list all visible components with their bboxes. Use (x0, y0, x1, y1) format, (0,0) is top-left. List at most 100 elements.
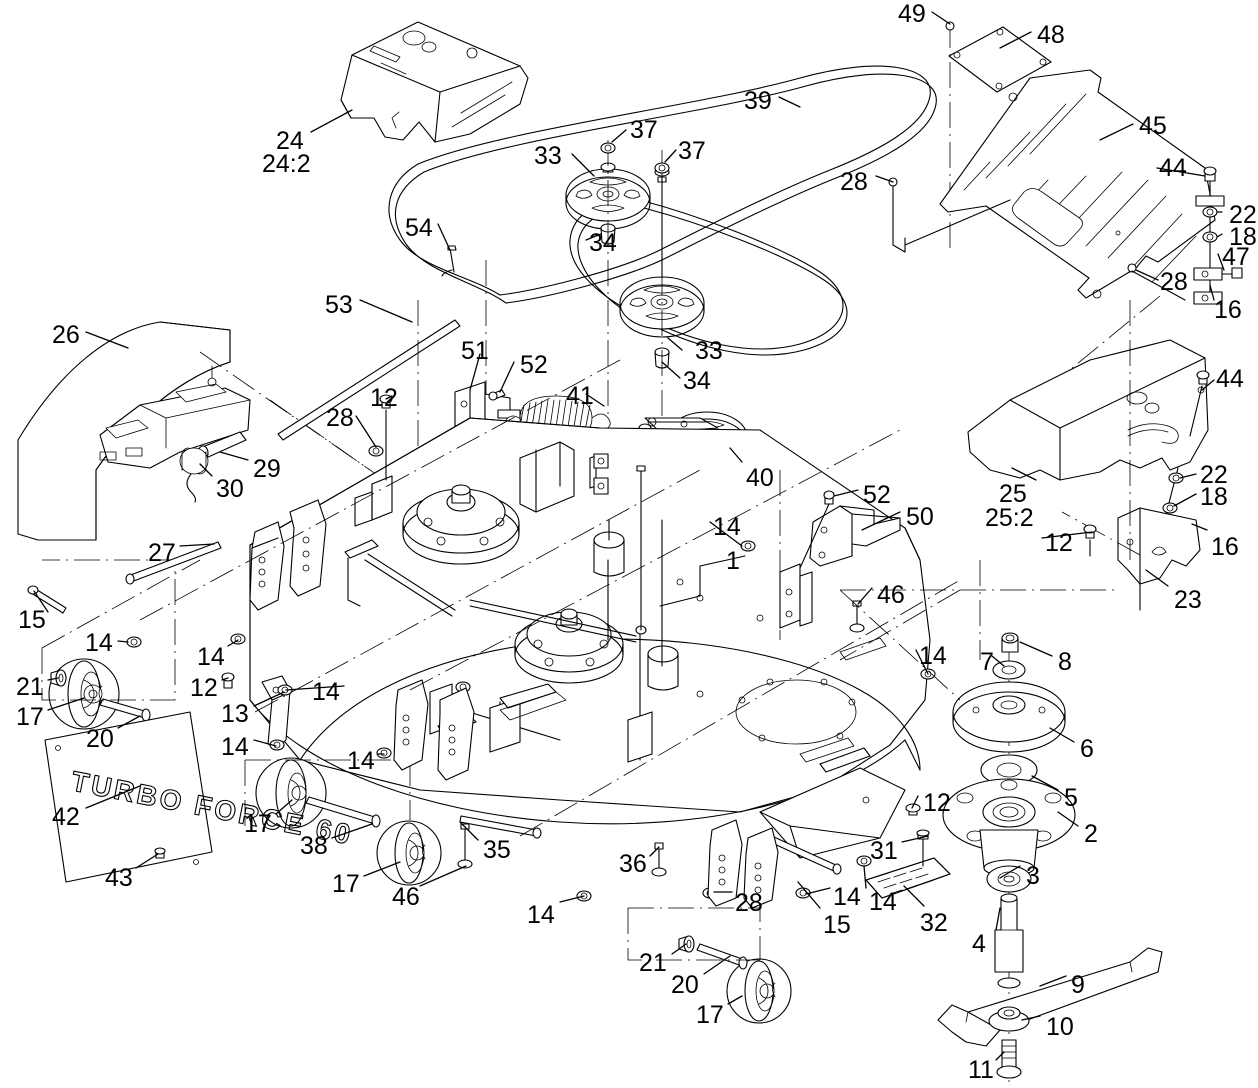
callout-40: 40 (746, 464, 774, 492)
callout-34: 34 (589, 229, 617, 257)
callout-5: 5 (1064, 784, 1078, 812)
callout-28: 28 (735, 889, 763, 917)
callout-37: 37 (630, 116, 658, 144)
callout-32: 32 (920, 909, 948, 937)
callout-38: 38 (300, 832, 328, 860)
callout-17: 17 (696, 1001, 724, 1029)
callout-24: 24 (276, 127, 304, 155)
callout-29: 29 (253, 455, 281, 483)
callout-49: 49 (898, 0, 926, 28)
callout-14: 14 (527, 901, 555, 929)
callout-1: 1 (726, 547, 740, 575)
callout-12: 12 (190, 674, 218, 702)
callout-41: 41 (566, 382, 594, 410)
callout-14: 14 (197, 643, 225, 671)
fastener-52-upper (488, 389, 506, 401)
fastener-43 (154, 847, 166, 859)
callout-34: 34 (683, 367, 711, 395)
callout-13: 13 (221, 700, 249, 728)
callout-46: 46 (392, 883, 420, 911)
callout-7: 7 (980, 648, 994, 676)
baffle-32 (865, 857, 951, 899)
gauge-wheel-17-mid2 (376, 820, 442, 886)
callout-6: 6 (1080, 735, 1094, 763)
callout-28: 28 (326, 404, 354, 432)
callout-242-variant: 24:2 (262, 150, 311, 178)
small-fasteners (126, 142, 1211, 902)
gauge-wheel-17-rear (726, 958, 792, 1024)
callout-15: 15 (823, 911, 851, 939)
callout-22: 22 (1200, 461, 1228, 489)
gauge-wheel-17-mid (255, 757, 327, 829)
callout-50: 50 (906, 503, 934, 531)
callout-3: 3 (1026, 862, 1040, 890)
callout-45: 45 (1139, 112, 1167, 140)
deck-spindle-holes (735, 678, 857, 745)
callout-42: 42 (52, 803, 80, 831)
callout-18: 18 (1200, 483, 1228, 511)
deck-bumpers (593, 519, 679, 691)
bolt-35 (459, 815, 542, 839)
callout-14: 14 (919, 642, 947, 670)
callout-17: 17 (16, 703, 44, 731)
callout-14: 14 (221, 733, 249, 761)
post-bracket-right (779, 563, 813, 629)
drive-belt-39 (388, 65, 937, 304)
callout-30: 30 (216, 475, 244, 503)
callout-53: 53 (325, 291, 353, 319)
callout-26: 26 (52, 321, 80, 349)
belt-shield-45 (939, 69, 1216, 299)
bolt-36 (651, 842, 667, 877)
callout-47: 47 (1222, 243, 1250, 271)
callout-28: 28 (840, 168, 868, 196)
callout-25: 25 (999, 480, 1027, 508)
callout-44: 44 (1216, 365, 1244, 393)
callout-22: 22 (1229, 201, 1257, 229)
construction-lines (139, 300, 1131, 837)
callout-14: 14 (869, 888, 897, 916)
callout-2: 2 (1084, 820, 1098, 848)
rod-53 (277, 319, 461, 441)
callout-4: 4 (972, 930, 986, 958)
callout-28: 28 (1160, 268, 1188, 296)
callout-12: 12 (923, 789, 951, 817)
bracket-23 (1117, 507, 1201, 611)
callout-21: 21 (639, 949, 667, 977)
deflector-25 (967, 339, 1209, 481)
callout-14: 14 (312, 678, 340, 706)
callout-16: 16 (1214, 296, 1242, 324)
deck-spindle-left (402, 484, 520, 565)
callout-27: 27 (148, 539, 176, 567)
drawing-body: TURBO FORCE 60 (17, 11, 1243, 1082)
bracket-28-upper (888, 177, 906, 253)
cover-plate-48 (948, 26, 1052, 93)
callout-33: 33 (695, 337, 723, 365)
callout-10: 10 (1046, 1013, 1074, 1041)
callout-51: 51 (461, 337, 489, 365)
callout-52: 52 (520, 351, 548, 379)
callout-252-variant: 25:2 (985, 504, 1034, 532)
leader-lines (33, 11, 1225, 1061)
axle-20-left (99, 698, 151, 722)
fastener-44-lower (1189, 370, 1210, 437)
callout-54: 54 (405, 214, 433, 242)
callout-14: 14 (713, 513, 741, 541)
callout-20: 20 (86, 725, 114, 753)
spring-30 (179, 447, 209, 503)
callout-14: 14 (85, 629, 113, 657)
callout-52: 52 (863, 481, 891, 509)
callout-21: 21 (16, 673, 44, 701)
callout-18: 18 (1229, 223, 1257, 251)
callout-17: 17 (244, 810, 272, 838)
bolt-15-left (27, 585, 67, 614)
rod-27 (125, 541, 222, 585)
callout-17: 17 (332, 870, 360, 898)
fastener-12-right (1083, 524, 1097, 557)
callout-33: 33 (534, 142, 562, 170)
callout-39: 39 (744, 87, 772, 115)
callout-14: 14 (347, 747, 375, 775)
callout-36: 36 (619, 850, 647, 878)
callout-9: 9 (1071, 971, 1085, 999)
callout-37: 37 (678, 137, 706, 165)
bracket-50 (799, 490, 901, 569)
